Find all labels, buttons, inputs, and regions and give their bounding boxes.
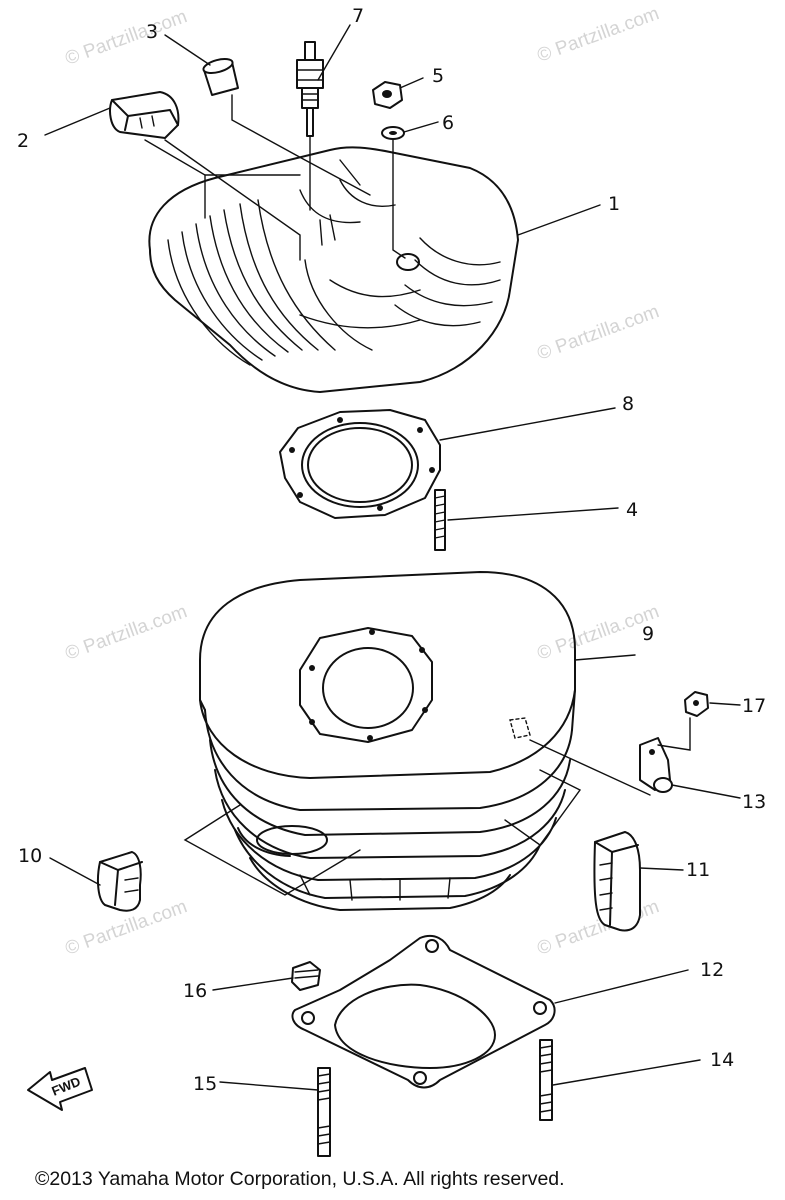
callout-7: 7 [352,5,364,27]
callout-17: 17 [742,695,766,717]
head-gasket [279,409,441,519]
callout-1: 1 [608,193,620,215]
cylinder-head [148,146,519,393]
callout-12: 12 [700,959,724,981]
damper-top [109,91,180,139]
watermarks: © Partzilla.com © Partzilla.com © Partzi… [63,3,662,960]
plug-cap [202,58,239,96]
damper-left [96,851,143,912]
callout-14: 14 [710,1049,734,1071]
fwd-arrow: FWD [27,1067,93,1111]
stud-bolt-mid [434,489,446,551]
callout-15: 15 [193,1073,217,1095]
callouts: 1 2 3 4 5 6 7 8 9 10 11 12 13 14 15 16 1… [17,5,766,1095]
watermark: © Partzilla.com [63,601,190,665]
callout-16: 16 [183,980,207,1002]
callout-5: 5 [432,65,444,87]
stud-bolt-left [317,1067,331,1157]
nut-and-washer [372,81,405,140]
callout-13: 13 [742,791,766,813]
assembly-lines [144,94,691,896]
watermark: © Partzilla.com [535,301,662,365]
stud-bolt-right [539,1039,553,1121]
spark-plug [296,41,324,137]
callout-11: 11 [686,859,710,881]
leader-lines [44,24,741,1091]
bracket-and-nut [639,691,709,793]
cylinder [199,571,576,911]
watermark: © Partzilla.com [535,3,662,67]
small-plug [291,961,321,991]
watermark: © Partzilla.com [63,6,190,70]
base-gasket [291,934,556,1089]
callout-9: 9 [642,623,654,645]
callout-2: 2 [17,130,29,152]
callout-4: 4 [626,499,638,521]
copyright-notice: ©2013 Yamaha Motor Corporation, U.S.A. A… [35,1168,565,1190]
callout-10: 10 [18,845,42,867]
callout-3: 3 [146,21,158,43]
callout-8: 8 [622,393,634,415]
callout-6: 6 [442,112,454,134]
damper-right [593,831,641,932]
